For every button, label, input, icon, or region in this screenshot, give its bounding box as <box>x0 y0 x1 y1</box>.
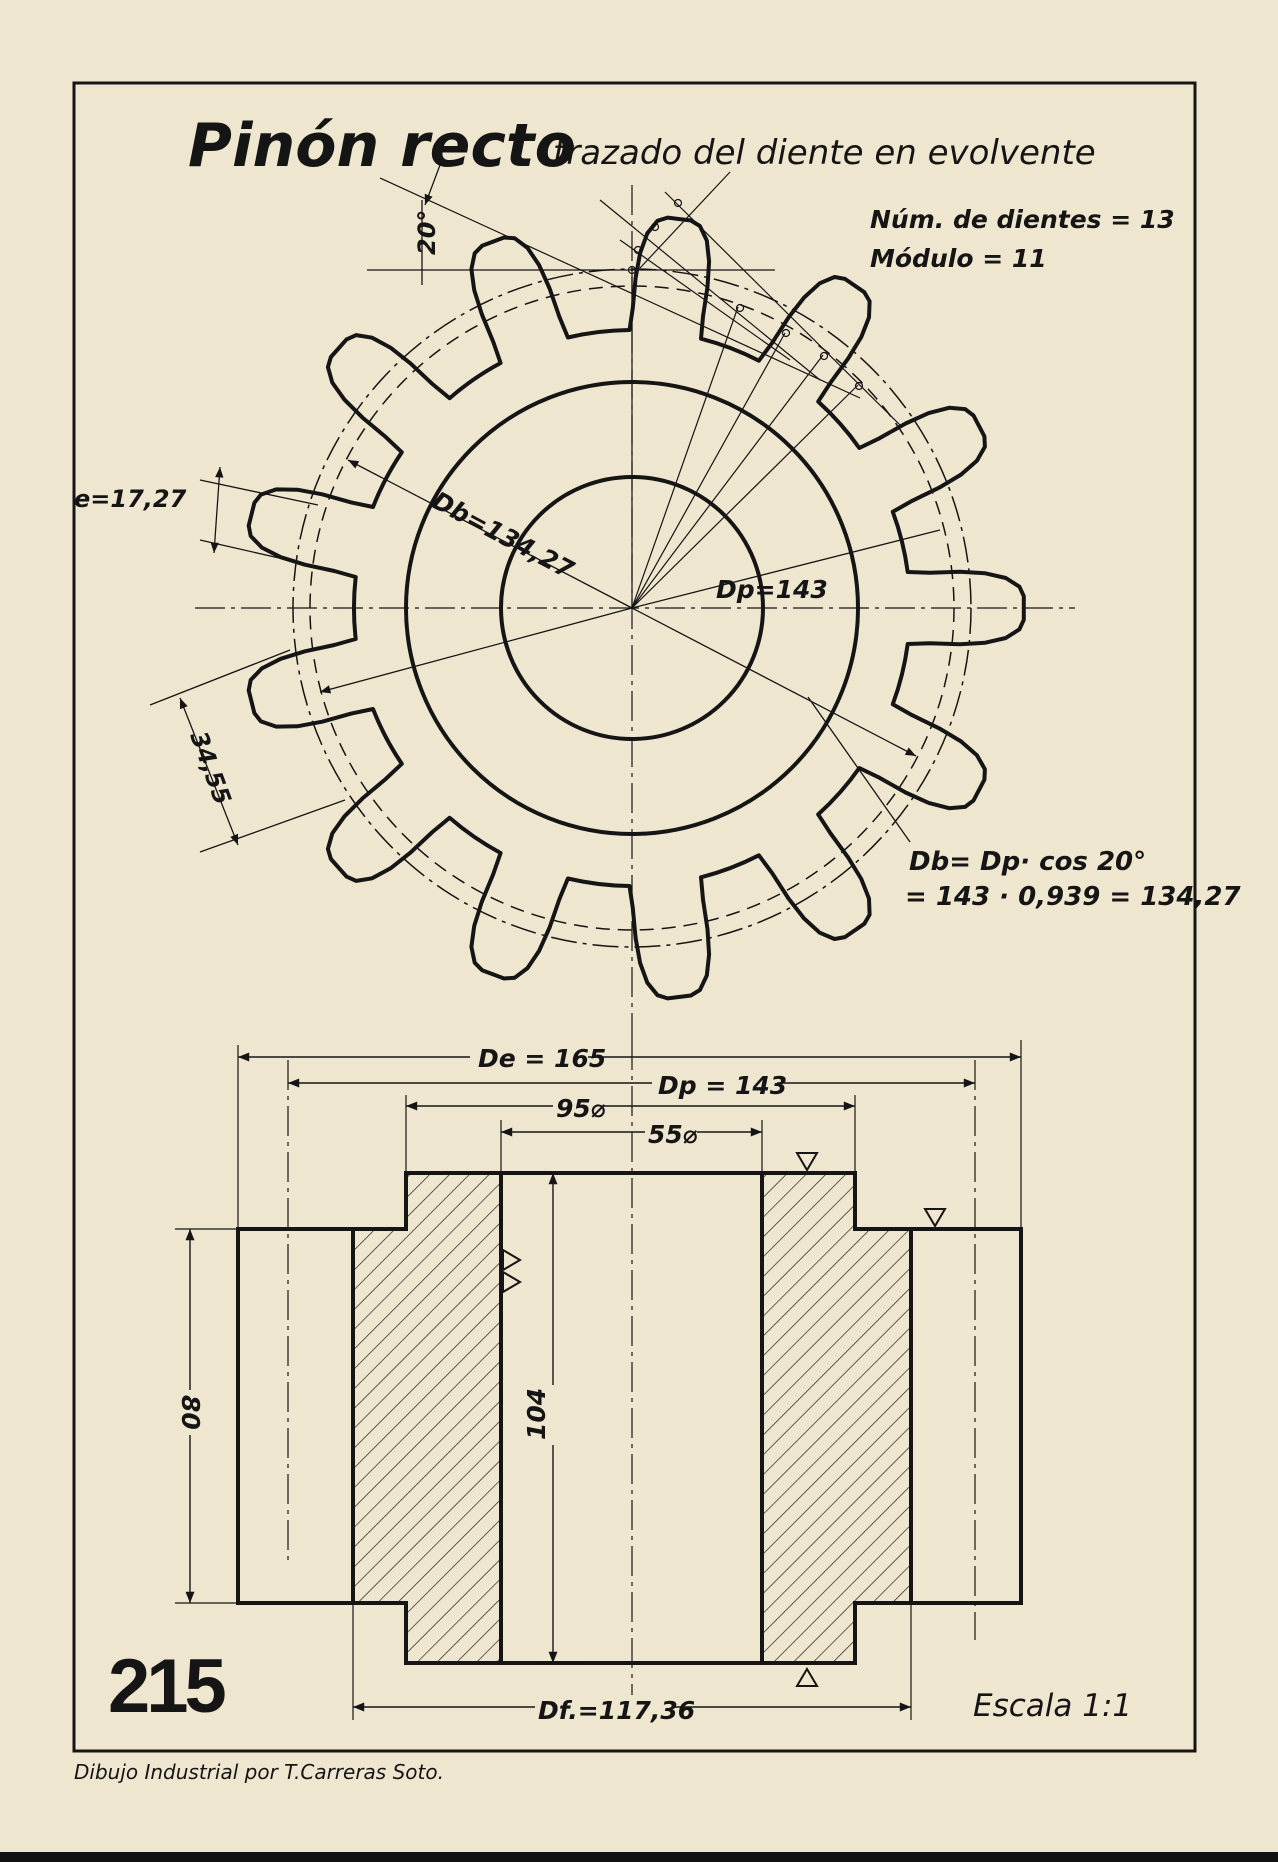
tooth-thickness-label: e=17,27 <box>74 485 187 513</box>
bore-dia-label: 55⌀ <box>648 1120 698 1149</box>
formula-line-2: = 143 · 0,939 = 134,27 <box>905 882 1241 912</box>
pitch-dia-label: Dp=143 <box>716 575 828 604</box>
angle-label: 20° <box>413 210 441 255</box>
hub-length-label: 104 <box>522 1388 551 1440</box>
pitch-dia-dim-line <box>319 607 633 694</box>
gear-front-view <box>149 164 1075 1040</box>
surface-finish-symbols <box>502 1152 947 1687</box>
root-dia-label: Df.=117,36 <box>538 1696 695 1725</box>
plate-number: 215 <box>108 1644 226 1729</box>
hatched-section-right <box>762 1173 911 1663</box>
gear-tooth-outline <box>246 215 1026 1001</box>
section-pitch-dia-label: Dp = 143 <box>658 1071 787 1100</box>
outer-dia-label: De = 165 <box>478 1044 606 1073</box>
formula-line-1: Db= Dp· cos 20° <box>909 847 1146 877</box>
base-dia-dim-line <box>347 459 633 609</box>
page-title: Pinón recto <box>188 111 576 181</box>
construction-lines <box>367 171 901 609</box>
hatched-section-left <box>353 1173 499 1663</box>
base-circle <box>309 285 955 931</box>
spec-teeth: Núm. de dientes = 13 <box>870 205 1175 234</box>
scale-label: Escala 1:1 <box>973 1688 1132 1724</box>
drawing-frame <box>72 81 1197 1753</box>
hub-dia-label: 95⌀ <box>556 1094 606 1123</box>
spec-module: Módulo = 11 <box>870 244 1047 273</box>
section-labels: De = 165 Dp = 143 95⌀ 55⌀ 80 104 Df.=117… <box>176 1043 787 1725</box>
footer-credit: Dibujo Industrial por T.Carreras Soto. <box>74 1760 444 1784</box>
page-subtitle: trazado del diente en evolvente <box>553 133 1096 173</box>
rim-width-label: 80 <box>176 1395 205 1430</box>
pitch-arc-label: 34,55 <box>184 727 236 808</box>
bottom-edge-bar <box>0 1852 1278 1862</box>
gear-section-view <box>175 1040 1023 1720</box>
